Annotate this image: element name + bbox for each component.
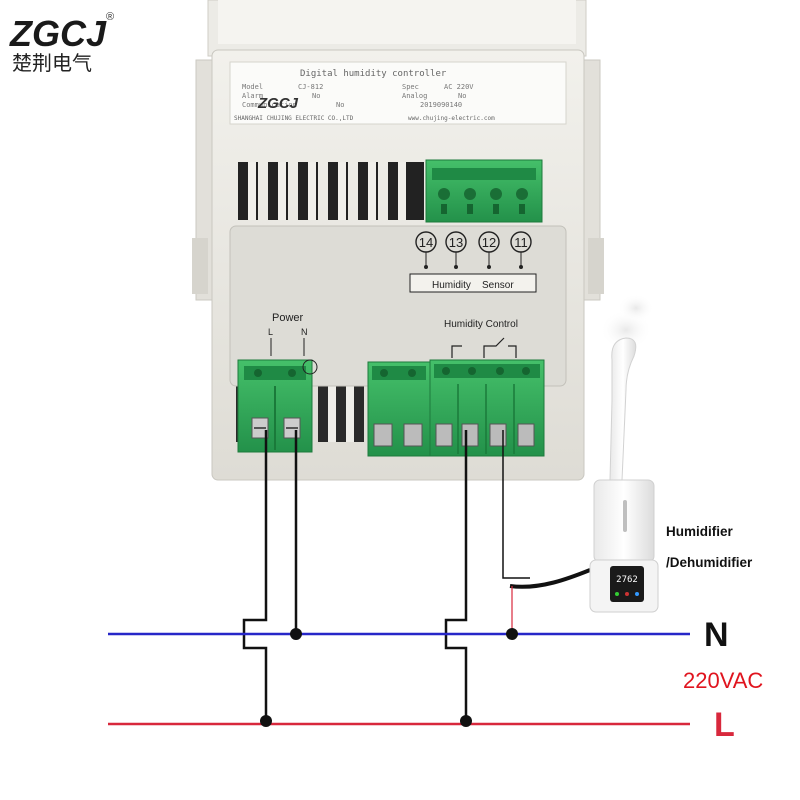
terminal-number-14-text: 14 <box>419 235 433 250</box>
power-l-label: L <box>268 327 273 337</box>
label-analog-value: No <box>458 92 466 100</box>
humidity-control-label: Humidity Control <box>444 319 518 330</box>
terminal-number-12: 12 <box>478 231 500 269</box>
label-logo: ZGCJ <box>257 95 299 112</box>
terminal-number-13-text: 13 <box>449 235 463 250</box>
neutral-line-label: N <box>704 616 729 654</box>
label-spec-value: AC 220V <box>444 83 474 91</box>
label-company: SHANGHAI CHUJING ELECTRIC CO.,LTD <box>234 115 354 122</box>
humidity-sensor-box <box>409 273 537 293</box>
brand-logo: ZGCJ ® 楚荆电气 <box>9 11 114 75</box>
vent-slots <box>236 162 424 442</box>
registered-mark: ® <box>106 11 114 23</box>
humidity-sensor-humidity-label: Humidity <box>432 280 471 291</box>
terminal-number-12-text: 12 <box>482 235 496 250</box>
humidity-sensor-sensor-label: Sensor <box>482 280 514 291</box>
live-line-label: L <box>714 706 735 744</box>
power-n-label: N <box>301 327 308 337</box>
terminal-number-14: 14 <box>415 231 437 269</box>
brand-chinese-name: 楚荆电气 <box>12 51 92 75</box>
label-website: www.chujing-electric.com <box>408 115 495 122</box>
terminal-number-11: 11 <box>510 231 532 269</box>
label-alarm-key: Alarm <box>242 92 263 100</box>
voltage-label: 220VAC <box>683 668 763 693</box>
sensor-terminal-block <box>425 159 543 223</box>
junction-dots <box>260 628 518 727</box>
relay-symbol <box>451 337 517 358</box>
product-label: Digital humidity controller Model CJ-812… <box>229 61 567 125</box>
humidity-control-terminal-block <box>429 359 545 457</box>
power-label: Power <box>272 312 304 324</box>
relay-output-wire <box>502 430 530 579</box>
humidifier-label-line2: /Dehumidifier <box>666 555 753 570</box>
terminal-number-13: 13 <box>445 231 467 269</box>
terminal-number-11-text: 11 <box>514 235 528 250</box>
label-serial: 2019090140 <box>420 101 462 109</box>
humidifier-cable <box>509 568 591 589</box>
humidifier-device: 2762 <box>589 294 659 613</box>
humidifier-display: 2762 <box>616 575 638 585</box>
label-comm-key: Communication <box>242 101 297 109</box>
label-analog-key: Analog <box>402 92 427 100</box>
label-alarm-value: No <box>312 92 320 100</box>
humidifier-label-line1: Humidifier <box>666 524 734 539</box>
label-spec-key: Spec <box>402 83 419 91</box>
terminal-panel: 14 13 12 11 Humidity Sensor Power L <box>229 225 567 387</box>
label-model-key: Model <box>242 83 263 91</box>
label-model-value: CJ-812 <box>298 83 323 91</box>
power-terminal-block <box>237 359 318 453</box>
spare-terminal-block <box>367 361 431 457</box>
brand-logo-text: ZGCJ <box>9 13 107 54</box>
label-comm-value: No <box>336 101 344 109</box>
label-title: Digital humidity controller <box>300 69 447 79</box>
sensor-screw-holes <box>438 188 528 214</box>
